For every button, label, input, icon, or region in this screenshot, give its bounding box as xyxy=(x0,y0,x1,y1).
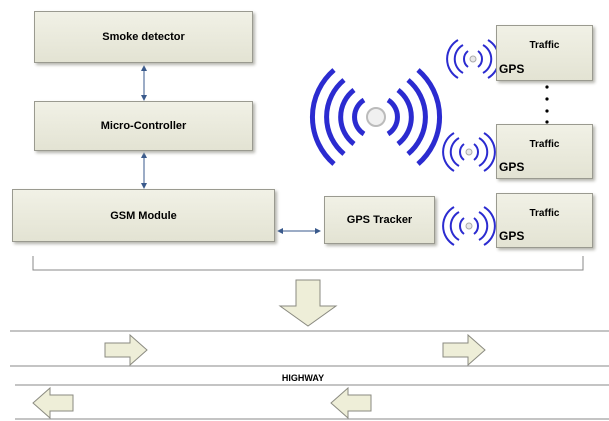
small-signal-icon xyxy=(446,39,500,79)
lane-arrow-left-2 xyxy=(330,386,372,420)
traffic-node: Traffic GPS xyxy=(496,124,593,179)
lane-arrow-right-2 xyxy=(442,333,486,367)
small-signal-icon xyxy=(442,206,496,246)
traffic-label: Traffic xyxy=(529,40,560,51)
gsm-module-label: GSM Module xyxy=(110,209,177,222)
micro-controller-box: Micro-Controller xyxy=(34,101,253,151)
lane-arrow-left-1 xyxy=(32,386,74,420)
micro-controller-label: Micro-Controller xyxy=(100,120,187,132)
small-signal-icon xyxy=(442,132,496,172)
gsm-module-box: GSM Module xyxy=(12,189,275,242)
wireless-signal-icon xyxy=(310,68,442,166)
smoke-detector-label: Smoke detector xyxy=(102,31,185,43)
traffic-label: Traffic xyxy=(529,139,560,150)
traffic-gps-label: GPS xyxy=(499,62,525,76)
traffic-node: Traffic GPS xyxy=(496,25,593,81)
highway-label: HIGHWAY xyxy=(281,373,325,383)
gps-tracker-box: GPS Tracker xyxy=(324,196,435,244)
smoke-detector-box: Smoke detector xyxy=(34,11,253,63)
down-arrow xyxy=(278,279,338,327)
traffic-label: Traffic xyxy=(529,208,560,219)
lane-arrow-right-1 xyxy=(104,333,148,367)
group-bracket xyxy=(32,256,584,271)
traffic-node: Traffic GPS xyxy=(496,193,593,248)
traffic-gps-label: GPS xyxy=(499,229,525,243)
gps-tracker-label: GPS Tracker xyxy=(346,214,413,226)
ellipsis-dots xyxy=(545,85,549,124)
traffic-gps-label: GPS xyxy=(499,160,525,174)
